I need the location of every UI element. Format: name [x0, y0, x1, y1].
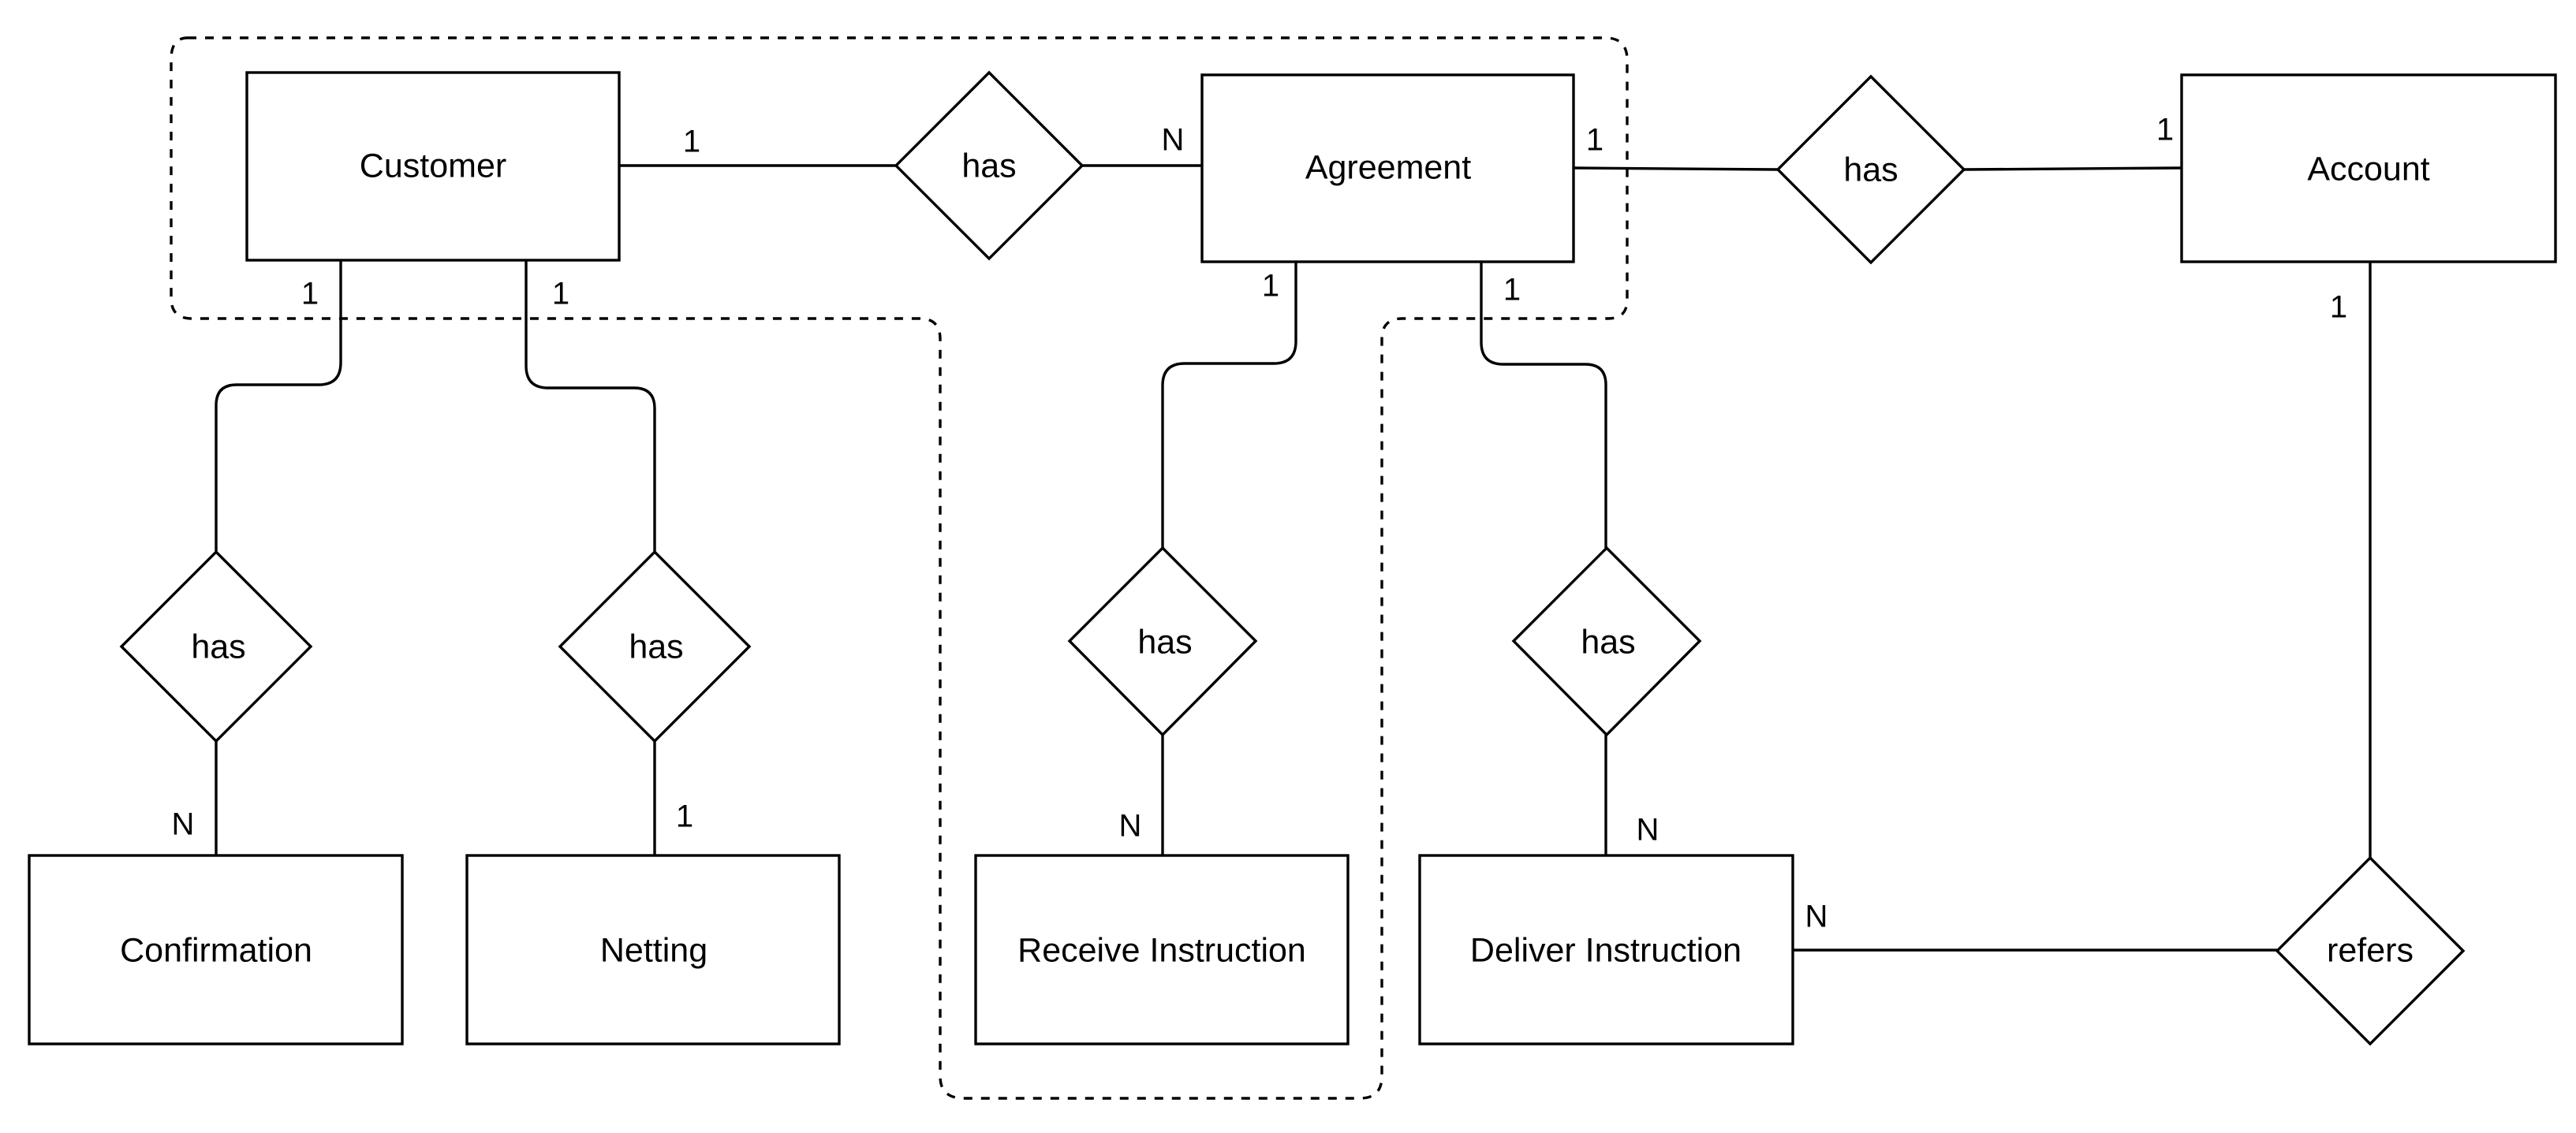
entity-customer[interactable]: Customer [245, 71, 621, 262]
card-agreement-account-account: 1 [2156, 113, 2174, 147]
entity-netting[interactable]: Netting [465, 854, 841, 1045]
card-agreement-receive-receive: N [1119, 809, 1142, 844]
relationship-agreement-account-label: has [1843, 151, 1898, 188]
entity-agreement[interactable]: Agreement [1200, 73, 1575, 263]
card-account-deliver-deliver: N [1805, 900, 1828, 934]
entity-confirmation-label: Confirmation [120, 931, 312, 969]
edge-agreement-has-deliver [1480, 262, 1607, 548]
card-agreement-account-agreement: 1 [1586, 123, 1603, 158]
relationship-customer-netting[interactable]: has [558, 550, 752, 744]
card-customer-agreement-customer: 1 [683, 125, 700, 159]
edge-customer-has-netting [525, 260, 656, 552]
relationship-agreement-account[interactable]: has [1775, 74, 1966, 265]
entity-account[interactable]: Account [2180, 73, 2557, 263]
relationship-agreement-deliver[interactable]: has [1511, 546, 1702, 737]
entity-netting-label: Netting [600, 931, 707, 969]
entity-account-label: Account [2307, 150, 2429, 188]
edge-has-account [1963, 166, 2182, 171]
card-customer-confirmation-confirmation: N [172, 807, 195, 842]
card-agreement-deliver-agreement: 1 [1503, 273, 1521, 307]
entity-agreement-label: Agreement [1305, 148, 1471, 186]
edge-agreement-has [1573, 166, 1779, 171]
card-customer-agreement-agreement: N [1162, 123, 1185, 158]
card-customer-netting-netting: 1 [676, 799, 693, 834]
relationship-customer-netting-label: has [629, 628, 683, 665]
card-customer-confirmation-customer: 1 [301, 277, 319, 311]
relationship-customer-agreement[interactable]: has [894, 70, 1085, 261]
relationship-customer-agreement-label: has [961, 147, 1016, 184]
card-customer-netting-customer: 1 [552, 277, 569, 311]
relationship-agreement-receive[interactable]: has [1067, 546, 1258, 737]
entity-confirmation[interactable]: Confirmation [28, 854, 404, 1045]
relationship-agreement-deliver-label: has [1581, 623, 1635, 661]
card-account-deliver-account: 1 [2330, 290, 2347, 325]
group-boundary [170, 36, 1629, 1100]
relationship-agreement-receive-label: has [1137, 623, 1192, 661]
relationship-account-deliver[interactable]: refers [2275, 855, 2466, 1046]
edge-agreement-has-receive [1161, 262, 1297, 548]
entity-deliver-instruction[interactable]: Deliver Instruction [1418, 854, 1794, 1045]
relationship-customer-confirmation-label: has [191, 628, 245, 665]
cardinality-labels: 1 N 1 1 1 N 1 1 1 N 1 N 1 N [172, 113, 2348, 934]
card-agreement-receive-agreement: 1 [1262, 269, 1279, 304]
relationship-account-deliver-label: refers [2327, 931, 2414, 969]
card-agreement-deliver-deliver: N [1637, 813, 1659, 848]
entity-customer-label: Customer [360, 147, 506, 184]
edge-customer-has-confirmation [215, 260, 342, 552]
connectors [215, 164, 2372, 952]
entity-deliver-instruction-label: Deliver Instruction [1470, 931, 1742, 969]
relationship-customer-confirmation[interactable]: has [119, 550, 313, 744]
entity-receive-instruction-label: Receive Instruction [1017, 931, 1306, 969]
entity-receive-instruction[interactable]: Receive Instruction [974, 854, 1350, 1045]
